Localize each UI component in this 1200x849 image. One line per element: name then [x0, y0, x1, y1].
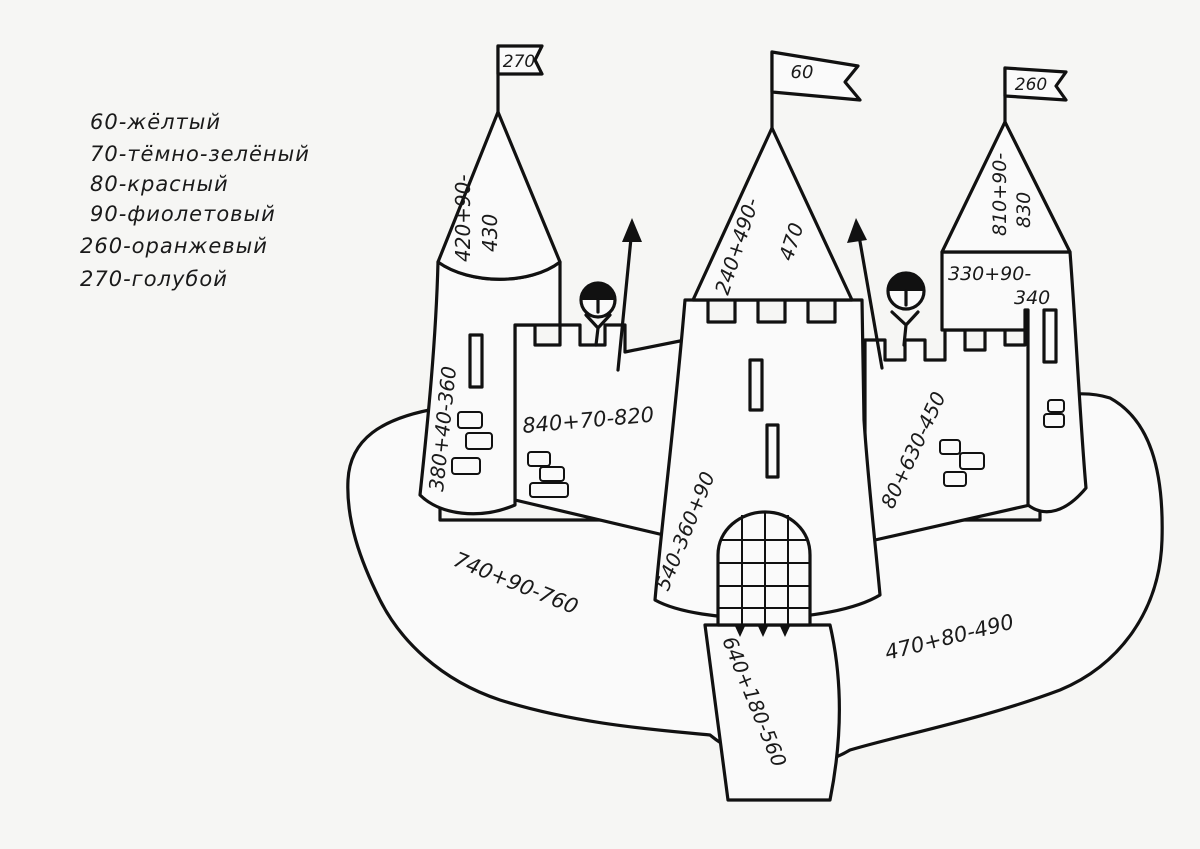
expr-right-tower-top: 330+90- [948, 263, 1031, 285]
legend-item-90: 90-фиолетовый [90, 202, 276, 226]
expr-right-tower-top-2: 340 [1014, 287, 1050, 309]
flag-center: 60 [770, 50, 862, 130]
legend-item-70: 70-тёмно-зелёный [90, 142, 310, 166]
window [765, 423, 780, 479]
window [468, 333, 484, 389]
legend-item-80: 80-красный [90, 172, 229, 196]
flag-right: 260 [1003, 66, 1068, 124]
center-roof [691, 126, 854, 302]
bricks [451, 399, 1065, 498]
expr-left-roof-2: 430 [478, 214, 502, 252]
soldier-left-icon [579, 218, 642, 372]
legend-item-270: 270-голубой [80, 267, 228, 291]
right-roof [940, 120, 1072, 254]
gate-spikes-icon [734, 624, 791, 637]
left-roof [436, 110, 562, 281]
svg-text:260: 260 [1015, 75, 1047, 95]
window [748, 358, 764, 412]
soldier-right-icon [847, 218, 926, 370]
road [703, 623, 842, 802]
svg-text:60: 60 [791, 62, 814, 83]
window [1042, 308, 1058, 364]
expr-left-roof: 420+90- [451, 174, 475, 262]
flag-left: 270 [496, 44, 544, 114]
svg-text:270: 270 [503, 52, 535, 72]
legend-item-260: 260-оранжевый [80, 234, 268, 258]
expr-right-roof-2: 830 [1013, 192, 1035, 228]
expr-right-roof: 810+90- [989, 153, 1011, 236]
legend-item-60: 60-жёлтый [90, 110, 222, 134]
gate-grid [718, 512, 810, 625]
